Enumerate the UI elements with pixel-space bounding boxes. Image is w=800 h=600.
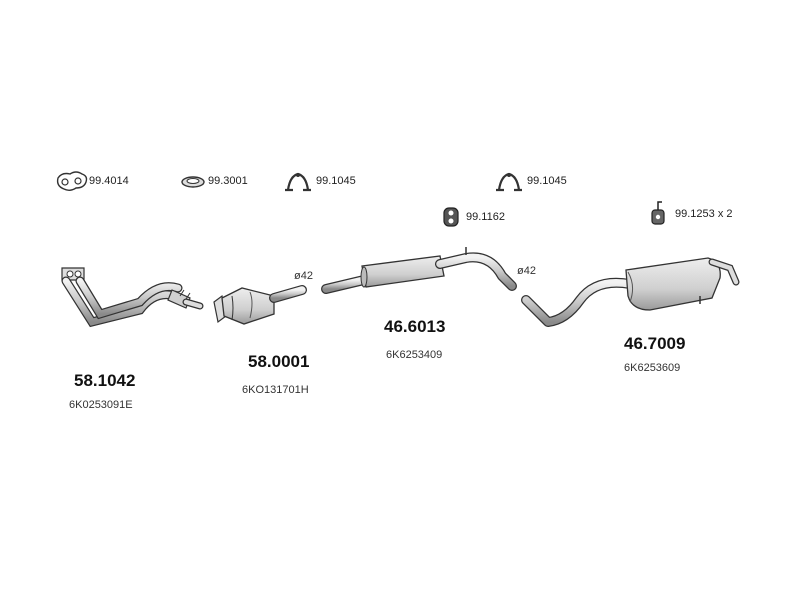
oem-code: 6K6253609 xyxy=(624,362,681,374)
accessory-label: 99.1253 x 2 xyxy=(675,208,733,220)
accessory-label: 99.1045 xyxy=(527,175,567,187)
diameter-label: ø42 xyxy=(517,265,536,277)
catalyst-drawing xyxy=(213,285,307,325)
oem-code: 6K6253409 xyxy=(386,349,443,361)
part-number: 46.6013 xyxy=(384,317,446,336)
diameter-label: ø42 xyxy=(294,270,313,282)
front-pipe-drawing xyxy=(61,267,204,328)
part-number: 46.7009 xyxy=(624,334,686,353)
ring-gasket-icon xyxy=(181,176,205,188)
middle-silencer-drawing xyxy=(321,247,517,294)
clamp-icon xyxy=(285,172,311,192)
accessory-label: 99.1045 xyxy=(316,175,356,187)
accessory-label: 99.4014 xyxy=(89,175,129,187)
part-number: 58.1042 xyxy=(74,371,136,390)
accessory-label: 99.3001 xyxy=(208,175,248,187)
oem-code: 6K0253091E xyxy=(69,399,133,411)
rear-silencer-drawing xyxy=(521,257,740,327)
gasket-icon xyxy=(56,171,88,191)
accessory-label: 99.1162 xyxy=(466,211,505,223)
oem-code: 6KO131701H xyxy=(242,384,309,396)
clamp-icon xyxy=(496,172,522,192)
rubber-mount-icon xyxy=(443,207,459,227)
part-number: 58.0001 xyxy=(248,352,310,371)
hanger-icon xyxy=(651,201,665,225)
